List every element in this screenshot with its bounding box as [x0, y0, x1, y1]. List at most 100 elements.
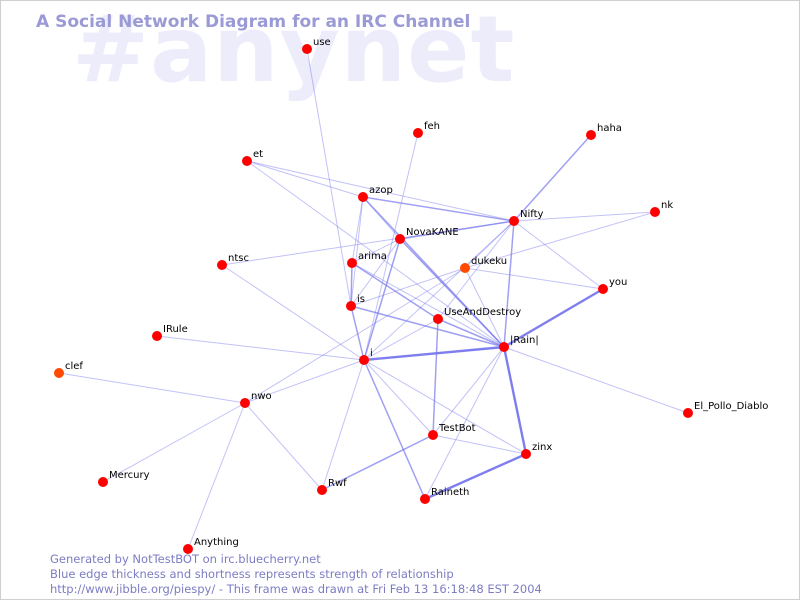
edge-ntsc-i — [221, 264, 365, 361]
edge-i-Raineth — [363, 359, 426, 500]
edge-nwo-Anything — [187, 402, 246, 550]
node-et: et — [242, 149, 263, 166]
edge-et-azop — [246, 160, 364, 198]
edge-et-Rain — [246, 160, 505, 348]
node-dot — [240, 398, 250, 408]
edge-Rain-TestBot — [432, 346, 505, 436]
node-dot — [242, 156, 252, 166]
edge-Nifty-ntsc — [221, 220, 515, 266]
edge-nwo-Mercury — [102, 402, 246, 483]
edge-Nifty-nk — [513, 211, 656, 222]
edge-clef-nwo — [58, 372, 246, 404]
node-Mercury: Mercury — [98, 470, 150, 487]
node-dot — [346, 301, 356, 311]
node-dot — [499, 342, 509, 352]
edge-i-nwo — [244, 359, 365, 404]
edge-et-Nifty — [246, 160, 515, 222]
edge-UseAndDestroy-TestBot — [432, 318, 439, 436]
node-label: feh — [424, 121, 440, 132]
node-nk: nk — [650, 200, 673, 217]
edge-azop-is — [350, 196, 364, 307]
node-label: clef — [65, 361, 83, 372]
node-Anything: Anything — [183, 537, 239, 554]
node-azop: azop — [358, 185, 393, 202]
node-dot — [183, 544, 193, 554]
node-label: TestBot — [438, 423, 476, 434]
node-zinx: zinx — [521, 442, 552, 459]
footer-generated-by: Generated by NotTestBOT on irc.bluecherr… — [50, 552, 321, 566]
node-dot — [586, 130, 596, 140]
node-haha: haha — [586, 123, 622, 140]
edge-nwo-Rwf — [244, 402, 323, 491]
node-dot — [98, 477, 108, 487]
edge-arima-UseAndDestroy — [351, 262, 439, 320]
node-dot — [683, 408, 693, 418]
node-is: is — [346, 294, 365, 311]
edge-Nifty-NovaKANE — [399, 220, 515, 240]
node-label: UseAndDestroy — [444, 307, 521, 318]
edge-use-is — [306, 48, 352, 307]
edge-dukeku-you — [464, 267, 604, 290]
edge-Rain-zinx — [502, 346, 528, 455]
edge-i-Rwf — [321, 359, 365, 491]
node-label: Rwf — [328, 478, 347, 489]
edge-dukeku-nwo — [244, 267, 466, 404]
node-label: El_Pollo_Diablo — [694, 401, 768, 412]
edge-NovaKANE-i — [363, 238, 401, 361]
node-arima: arima — [347, 251, 387, 268]
node-label: zinx — [532, 442, 552, 453]
edge-dukeku-Rain — [464, 267, 505, 348]
node-TestBot: TestBot — [428, 423, 476, 440]
node-label: use — [313, 37, 331, 48]
edge-Nifty-you — [513, 220, 604, 290]
node-IRule: IRule — [152, 324, 188, 341]
edge-arima-Rain — [351, 262, 505, 348]
edge-nk-dukeku — [464, 211, 656, 269]
edge-Rain-Raineth — [424, 346, 505, 500]
node-label: IRule — [163, 324, 188, 335]
edge-Nifty-UseAndDestroy — [437, 220, 515, 320]
footer-timestamp: http://www.jibble.org/piespy/ - This fra… — [50, 582, 542, 596]
node-dot — [420, 494, 430, 504]
edge-NovaKANE-is — [350, 238, 401, 307]
edge-layer — [58, 48, 689, 550]
node-label: ntsc — [228, 253, 249, 264]
edge-is-Rain — [350, 305, 505, 348]
node-UseAndDestroy: UseAndDestroy — [433, 307, 521, 324]
edge-i-TestBot — [363, 359, 434, 436]
node-label: nk — [661, 200, 673, 211]
node-label: Raineth — [431, 487, 469, 498]
node-dot — [302, 44, 312, 54]
node-label: dukeku — [471, 256, 507, 267]
node-dot — [433, 314, 443, 324]
edge-haha-Nifty — [513, 134, 592, 222]
node-Nifty: Nifty — [509, 209, 544, 226]
edge-dukeku-is — [350, 267, 466, 307]
node-dot — [217, 260, 227, 270]
node-dot — [650, 207, 660, 217]
node-Rain: |Rain| — [499, 335, 539, 352]
node-El_Pollo_Diablo: El_Pollo_Diablo — [683, 401, 768, 418]
node-dot — [598, 284, 608, 294]
node-NovaKANE: NovaKANE — [395, 227, 459, 244]
node-label: haha — [597, 123, 622, 134]
edge-TestBot-Rwf — [321, 434, 434, 491]
node-label: i — [370, 348, 373, 359]
edge-NovaKANE-Rain — [399, 238, 505, 348]
edge-azop-arima — [351, 196, 364, 264]
edge-feh-i — [363, 132, 419, 361]
node-dot — [317, 485, 327, 495]
node-dot — [347, 258, 357, 268]
channel-watermark: #anynet — [72, 0, 516, 103]
edge-azop-NovaKANE — [362, 196, 401, 240]
node-dot — [152, 331, 162, 341]
node-label: arima — [358, 251, 387, 262]
node-dot — [395, 234, 405, 244]
node-dot — [358, 192, 368, 202]
node-label: Mercury — [109, 470, 150, 481]
node-nwo: nwo — [240, 391, 272, 408]
edge-UseAndDestroy-Rain — [437, 318, 505, 348]
node-dot — [413, 128, 423, 138]
